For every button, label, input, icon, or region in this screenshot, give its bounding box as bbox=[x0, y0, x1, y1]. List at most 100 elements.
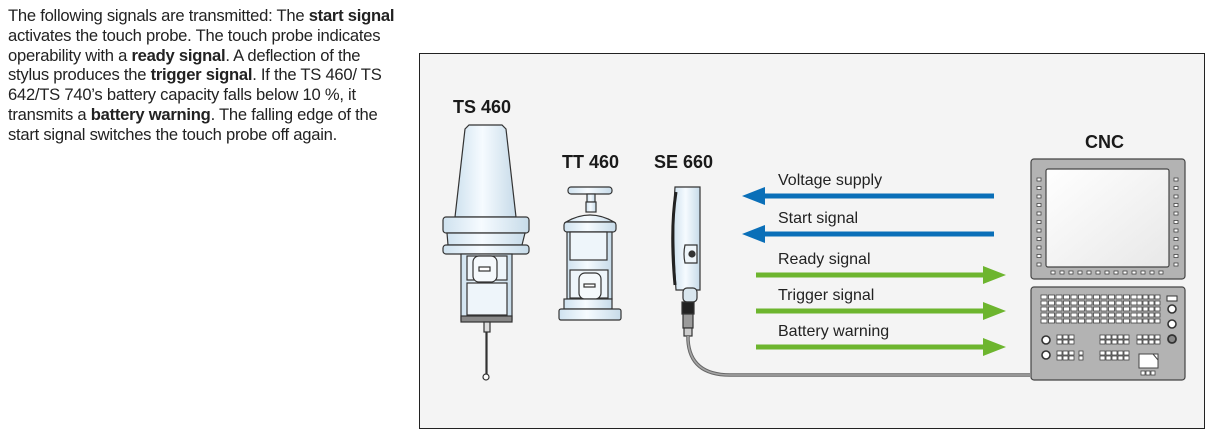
key-icon bbox=[1173, 203, 1179, 207]
key-icon bbox=[1040, 318, 1048, 324]
key-icon bbox=[1100, 312, 1108, 318]
key-icon bbox=[1063, 318, 1070, 324]
key-icon bbox=[1099, 339, 1106, 345]
key-icon bbox=[1063, 312, 1070, 318]
key-icon bbox=[1173, 186, 1179, 190]
intro-paragraph: The following signals are transmitted: T… bbox=[8, 6, 403, 145]
key-icon bbox=[1113, 270, 1119, 275]
key-icon bbox=[1173, 262, 1179, 267]
key-icon bbox=[1093, 294, 1100, 300]
key-icon bbox=[1036, 211, 1042, 216]
key-icon bbox=[1085, 300, 1093, 306]
key-icon bbox=[1142, 294, 1149, 300]
key-icon bbox=[1173, 194, 1179, 199]
key-icon bbox=[1100, 294, 1108, 300]
key-icon bbox=[1148, 312, 1155, 318]
key-icon bbox=[1173, 211, 1179, 216]
ts460-label: TS 460 bbox=[453, 97, 511, 117]
key-icon bbox=[1173, 220, 1179, 224]
key-icon bbox=[1036, 237, 1042, 241]
key-icon bbox=[1149, 270, 1155, 275]
key-icon bbox=[1173, 237, 1179, 241]
key-icon bbox=[1154, 294, 1161, 300]
key-icon bbox=[1040, 306, 1048, 312]
key-icon bbox=[1115, 312, 1123, 318]
key-icon bbox=[1130, 312, 1138, 318]
key-icon bbox=[1142, 318, 1149, 324]
key-icon bbox=[1131, 270, 1137, 275]
key-icon bbox=[1142, 339, 1149, 345]
key-icon bbox=[1056, 334, 1063, 340]
key-icon bbox=[1111, 350, 1118, 356]
key-icon bbox=[1148, 318, 1155, 324]
intro-text: . The falling edge of the start signal s… bbox=[8, 104, 378, 144]
key-icon bbox=[1086, 270, 1092, 275]
cnc-screen-icon bbox=[1030, 158, 1186, 280]
signal-arrow-ready-signal: Ready signal bbox=[756, 251, 1006, 284]
key-icon bbox=[1136, 294, 1143, 300]
key-icon bbox=[1123, 350, 1130, 356]
tt460-label: TT 460 bbox=[562, 152, 619, 172]
key-icon bbox=[1123, 306, 1130, 312]
signal-label: Battery warning bbox=[778, 323, 889, 340]
key-icon bbox=[1148, 294, 1155, 300]
key-icon bbox=[1136, 300, 1143, 306]
key-icon bbox=[1130, 294, 1138, 300]
signal-label: Start signal bbox=[778, 210, 858, 227]
key-icon bbox=[1093, 318, 1100, 324]
key-icon bbox=[1056, 339, 1063, 345]
key-icon bbox=[1108, 294, 1115, 300]
key-icon bbox=[1055, 318, 1063, 324]
key-icon bbox=[1154, 306, 1161, 312]
key-icon bbox=[1136, 306, 1143, 312]
key-icon bbox=[1123, 339, 1130, 345]
signal-arrow-trigger-signal: Trigger signal bbox=[756, 287, 1006, 320]
key-icon bbox=[1148, 339, 1155, 345]
key-icon bbox=[1154, 300, 1161, 306]
key-icon bbox=[1085, 294, 1093, 300]
se660-transceiver-icon bbox=[671, 186, 701, 337]
key-icon bbox=[1140, 370, 1146, 376]
signal-label: Trigger signal bbox=[778, 287, 874, 304]
key-icon bbox=[1111, 339, 1118, 345]
cnc-label: CNC bbox=[1085, 132, 1124, 152]
key-icon bbox=[1173, 254, 1179, 258]
key-icon bbox=[1154, 312, 1161, 318]
key-icon bbox=[1130, 306, 1138, 312]
key-icon bbox=[1078, 312, 1085, 318]
key-icon bbox=[1050, 270, 1056, 275]
key-icon bbox=[1062, 334, 1069, 340]
ts460-probe-icon bbox=[442, 124, 530, 381]
key-icon bbox=[1085, 306, 1093, 312]
intro-bold-term: battery warning bbox=[90, 104, 211, 124]
key-icon bbox=[1036, 262, 1042, 267]
intro-bold-term: start signal bbox=[308, 6, 395, 25]
key-icon bbox=[1063, 306, 1070, 312]
key-icon bbox=[1040, 312, 1048, 318]
key-icon bbox=[1048, 306, 1055, 312]
key-icon bbox=[1068, 339, 1075, 345]
key-icon bbox=[1111, 334, 1118, 340]
key-icon bbox=[1136, 318, 1143, 324]
key-icon bbox=[1154, 334, 1161, 340]
key-icon bbox=[1117, 334, 1124, 340]
key-icon bbox=[1068, 270, 1074, 275]
key-icon bbox=[1100, 318, 1108, 324]
key-icon bbox=[1117, 350, 1124, 356]
key-icon bbox=[1148, 300, 1155, 306]
key-icon bbox=[1105, 339, 1112, 345]
key-icon bbox=[1093, 300, 1100, 306]
key-icon bbox=[1108, 318, 1115, 324]
key-icon bbox=[1048, 300, 1055, 306]
key-icon bbox=[1108, 312, 1115, 318]
key-icon bbox=[1136, 334, 1143, 340]
key-icon bbox=[1105, 350, 1112, 356]
signal-arrow-start-signal: Start signal bbox=[742, 210, 994, 243]
key-icon bbox=[1123, 318, 1130, 324]
key-icon bbox=[1059, 270, 1065, 275]
key-icon bbox=[1036, 254, 1042, 258]
key-icon bbox=[1117, 339, 1124, 345]
intro-bold-term: trigger signal bbox=[150, 65, 253, 85]
se660-label: SE 660 bbox=[654, 152, 713, 172]
key-icon bbox=[1068, 334, 1075, 340]
